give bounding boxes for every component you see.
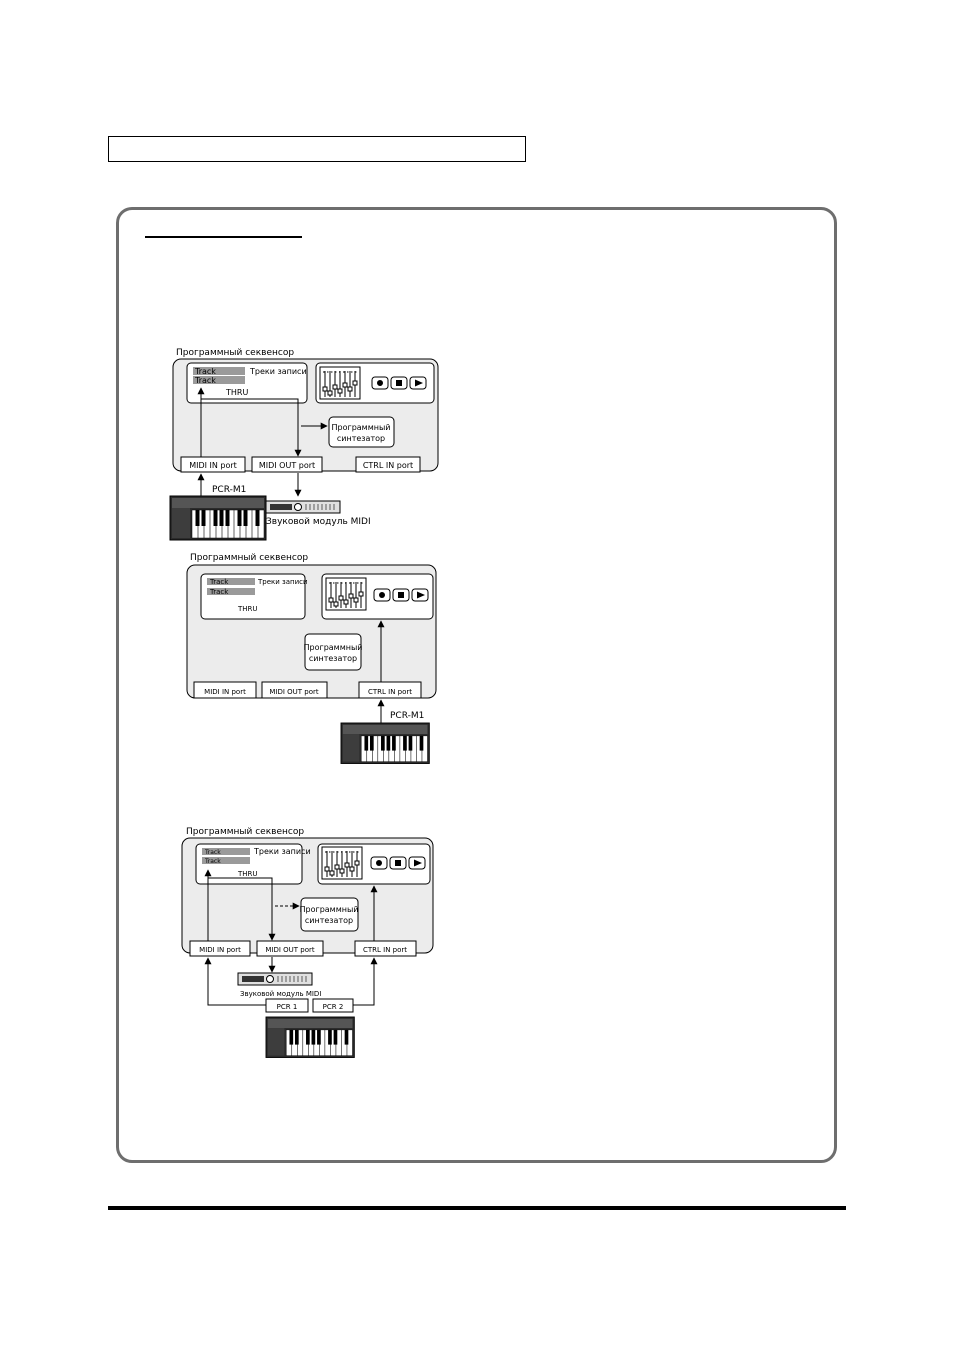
tracks-label: Треки записи	[257, 578, 308, 586]
synth-label: Программный	[300, 905, 359, 914]
connection-arrow	[204, 957, 280, 1006]
track-label: Track	[194, 376, 216, 385]
thru-label: THRU	[237, 870, 258, 878]
track-bar	[193, 367, 245, 375]
port-label: CTRL IN port	[363, 946, 407, 954]
mixer-icon	[321, 846, 363, 880]
software-synth-box	[300, 897, 359, 932]
sound-module-image	[265, 500, 341, 514]
port-label: PCR 1	[277, 1003, 298, 1011]
synth-label: синтезатор	[309, 654, 357, 663]
content-frame	[116, 207, 837, 1163]
track-bar	[202, 857, 250, 864]
mixer-icon	[319, 366, 361, 400]
midi-in-port	[189, 940, 251, 957]
device-label: PCR-M1	[212, 485, 246, 495]
pcr-keyboard-image	[340, 722, 430, 764]
transport-icon	[371, 376, 427, 390]
synth-label: синтезатор	[305, 916, 353, 925]
sound-module-image	[237, 972, 313, 986]
diagram-2: Программный секвенсор Track Track Треки …	[186, 553, 437, 764]
track-bar	[193, 376, 245, 384]
synth-label: Программный	[332, 423, 391, 432]
track-label: Track	[209, 588, 229, 596]
track-label: Track	[209, 578, 229, 586]
connection-arrow	[352, 957, 378, 1006]
recording-tracks-box	[200, 573, 306, 620]
track-label: Track	[204, 849, 221, 856]
device-label: PCR-M1	[390, 711, 424, 721]
port-label: PCR 2	[323, 1003, 344, 1011]
header-box	[108, 136, 526, 162]
software-synth-box	[328, 416, 395, 448]
midi-out-port	[256, 940, 324, 957]
diagram-1: Программный секвенсор Track Track Треки …	[169, 348, 439, 541]
section-heading-underline	[145, 236, 302, 238]
port-label: CTRL IN port	[368, 688, 412, 696]
thru-label: THRU	[237, 605, 258, 613]
synth-label: Программный	[304, 643, 363, 652]
ctrl-in-port	[358, 681, 422, 699]
midi-out-port	[251, 456, 323, 473]
transport-icon	[370, 856, 426, 870]
sequencer-label: Программный секвенсор	[186, 827, 304, 837]
pcr1-port	[265, 998, 309, 1013]
mixer-icon	[325, 577, 367, 611]
synth-label: синтезатор	[337, 434, 385, 443]
port-label: MIDI IN port	[189, 461, 237, 470]
sound-module-label: Звуковой модуль MIDI	[240, 990, 321, 998]
track-label: Track	[204, 858, 221, 865]
port-label: CTRL IN port	[363, 461, 413, 470]
tracks-label: Треки записи	[253, 847, 311, 856]
sound-module-label: Звуковой модуль MIDI	[266, 517, 371, 527]
track-bar	[207, 588, 255, 595]
port-label: MIDI OUT port	[259, 461, 315, 470]
track-label: Track	[194, 367, 216, 376]
sequencer-label: Программный секвенсор	[176, 348, 294, 358]
midi-in-port	[193, 681, 257, 699]
sequencer-label: Программный секвенсор	[190, 553, 308, 563]
footer-rule	[108, 1206, 846, 1210]
ctrl-in-port	[355, 456, 421, 473]
transport-icon	[373, 588, 429, 602]
diagram-3: Программный секвенсор Track Track Треки …	[181, 827, 434, 1058]
track-bar	[202, 848, 250, 855]
port-label: MIDI IN port	[199, 946, 241, 954]
pcr-keyboard-image	[265, 1016, 355, 1058]
ctrl-in-port	[354, 940, 417, 957]
port-label: MIDI IN port	[204, 688, 246, 696]
thru-label: THRU	[225, 388, 248, 397]
connection-arrow	[201, 398, 302, 457]
pcr2-port	[312, 998, 354, 1013]
software-synth-box	[304, 633, 362, 671]
pcr-keyboard-image	[169, 495, 267, 541]
port-label: MIDI OUT port	[265, 946, 315, 954]
midi-in-port	[180, 456, 246, 473]
track-bar	[207, 578, 255, 585]
tracks-label: Треки записи	[249, 367, 307, 376]
connection-arrow	[208, 877, 276, 941]
midi-out-port	[261, 681, 328, 699]
port-label: MIDI OUT port	[269, 688, 319, 696]
